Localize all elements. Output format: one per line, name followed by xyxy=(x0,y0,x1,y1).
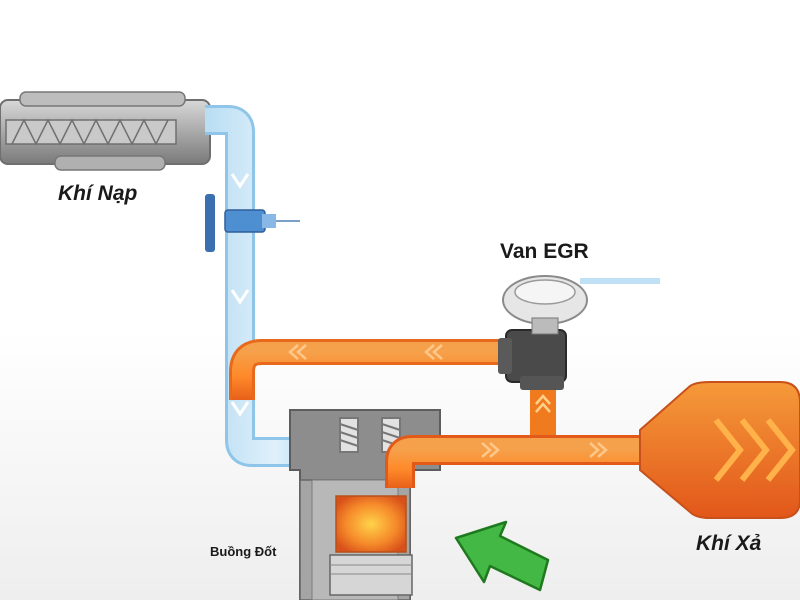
exhaust-flow-arrows xyxy=(481,442,608,458)
valve-springs xyxy=(339,417,401,453)
piston xyxy=(329,554,413,596)
exhaust-silencer xyxy=(639,381,800,519)
green-pointer-arrow xyxy=(454,520,550,592)
exhaust-big-arrows xyxy=(713,418,796,482)
egr-valve xyxy=(498,275,660,440)
egr-return-flow-arrows xyxy=(288,344,443,360)
egr-return-pipe xyxy=(229,339,510,400)
intake-flow-arrows xyxy=(230,173,250,417)
exhaust-label: Khí Xả xyxy=(696,532,762,555)
egr-up-arrows xyxy=(535,394,551,413)
intake-pipe xyxy=(205,105,360,485)
air-filter xyxy=(0,91,211,171)
combustion-chamber xyxy=(335,495,407,553)
intake-label: Khí Nạp xyxy=(58,182,138,205)
intake-sensor xyxy=(205,194,300,252)
exhaust-pipe xyxy=(385,435,690,488)
egr-valve-label: Van EGR xyxy=(500,240,589,263)
combustion-chamber-label: Buồng Đốt xyxy=(210,544,277,559)
